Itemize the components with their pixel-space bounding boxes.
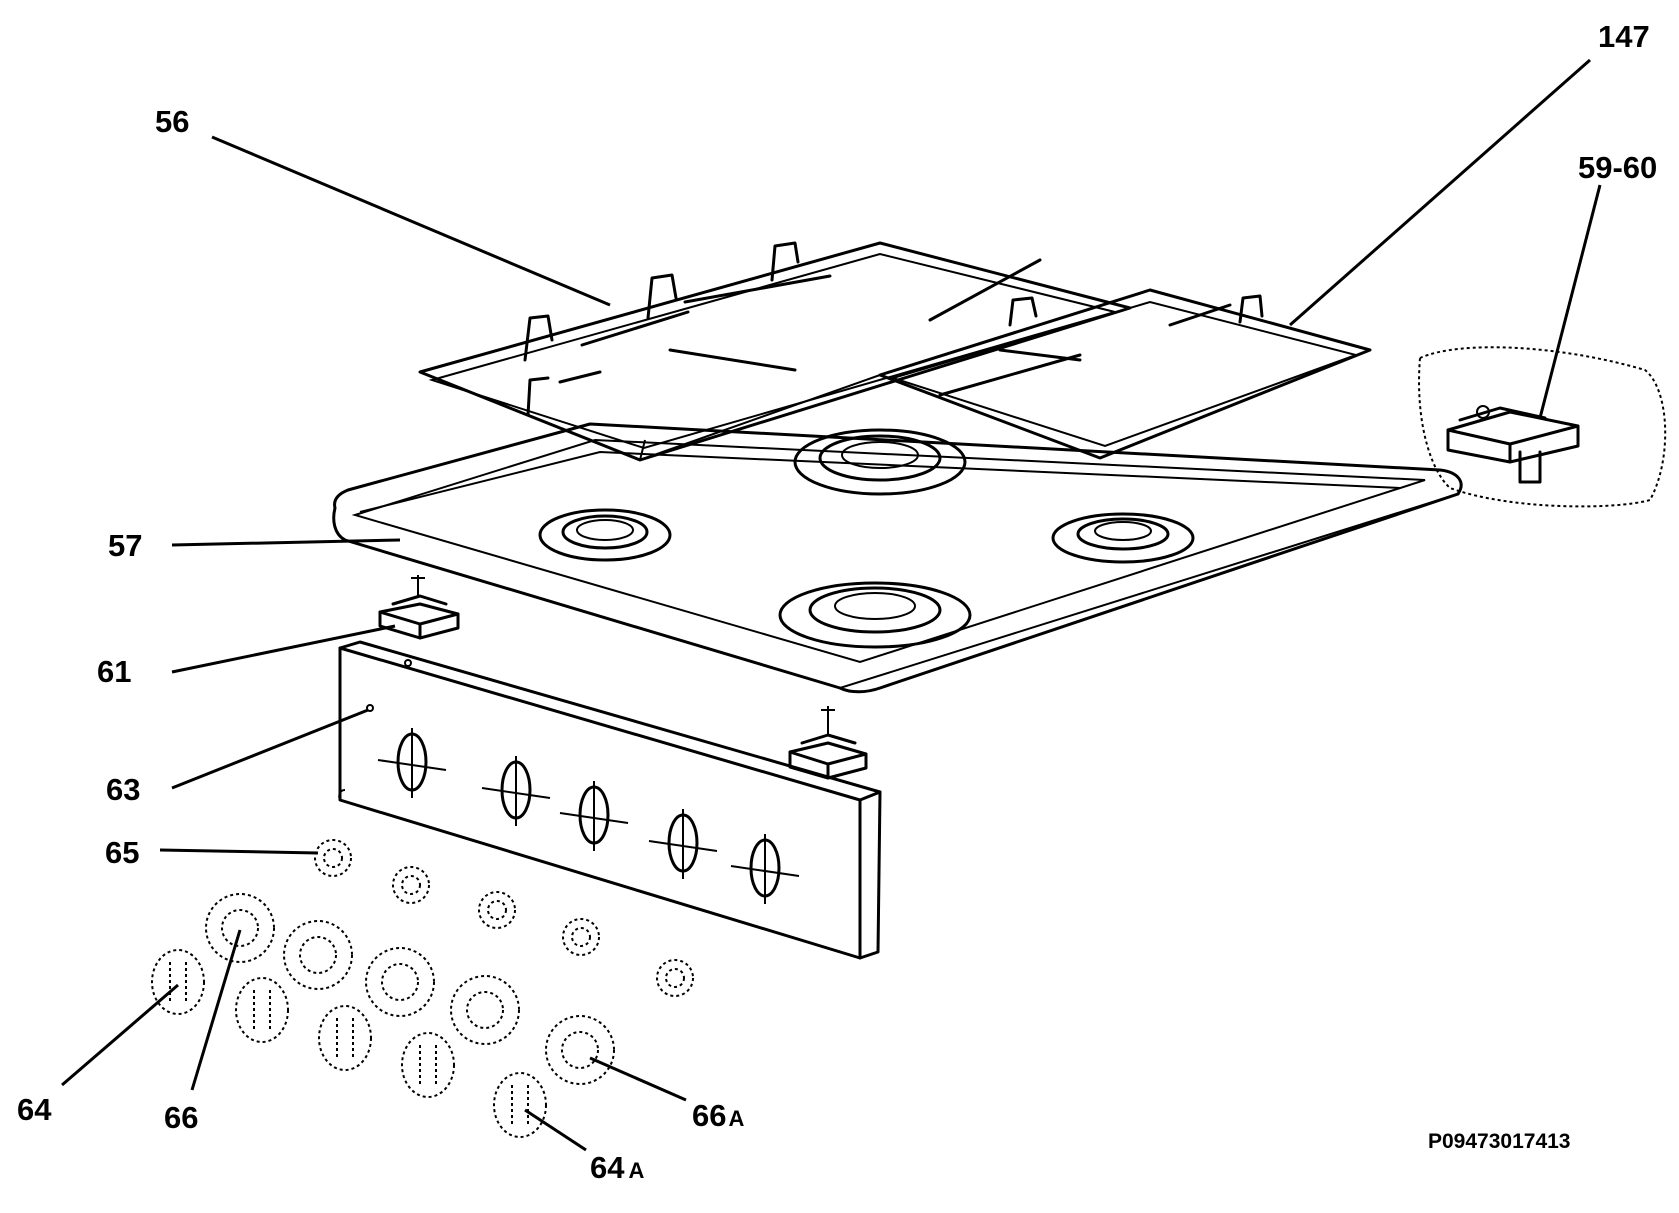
label-66: 66 [164, 1100, 198, 1135]
leader-66 [190, 929, 242, 1091]
leader-66A [589, 1056, 687, 1102]
knob-caps-64 [151, 949, 547, 1138]
leader-lines [61, 58, 1602, 1152]
pan-support-right [639, 258, 1372, 461]
leader-61 [171, 624, 396, 674]
burner-right [1051, 512, 1195, 564]
leader-63 [171, 708, 369, 790]
reference-code: P09473017413 [1428, 1130, 1570, 1153]
leader-147 [1289, 58, 1591, 327]
control-panel [338, 640, 882, 960]
leader-64A [524, 1108, 587, 1152]
label-61: 61 [97, 654, 131, 689]
label-66A-number: 66 [692, 1098, 726, 1133]
knob-spindle-adapters [314, 839, 694, 997]
label-64: 64 [17, 1092, 52, 1127]
inset-detail-59-60 [1418, 346, 1667, 508]
leader-59-60 [1538, 184, 1602, 419]
leader-56 [211, 135, 611, 307]
panel-symbol-5 [730, 834, 800, 904]
panel-symbol-1 [377, 728, 447, 798]
label-57: 57 [108, 528, 142, 563]
label-64A-number: 64 [590, 1150, 625, 1185]
label-64A-suffix: A [628, 1158, 644, 1183]
label-65: 65 [105, 835, 139, 870]
hinge-right [788, 706, 868, 780]
label-59-60: 59-60 [1578, 150, 1657, 185]
leader-57 [171, 538, 401, 547]
label-63: 63 [106, 772, 140, 807]
burner-front-center [778, 581, 972, 649]
panel-symbol-4 [648, 809, 718, 879]
hob-top-plate [332, 422, 1463, 694]
leader-65 [159, 848, 319, 855]
hinge-left [378, 575, 460, 640]
panel-symbol-3 [559, 781, 629, 851]
leader-64 [61, 983, 179, 1087]
burner-rear-center [793, 428, 967, 496]
label-66A: 66A [692, 1098, 744, 1133]
label-147: 147 [1598, 19, 1650, 54]
label-56: 56 [155, 104, 189, 139]
label-66A-suffix: A [728, 1106, 744, 1131]
panel-symbol-2 [481, 756, 551, 826]
panel-control-symbols [377, 728, 800, 904]
knob-rings-66 [205, 893, 615, 1085]
burner-front-left [538, 508, 672, 562]
